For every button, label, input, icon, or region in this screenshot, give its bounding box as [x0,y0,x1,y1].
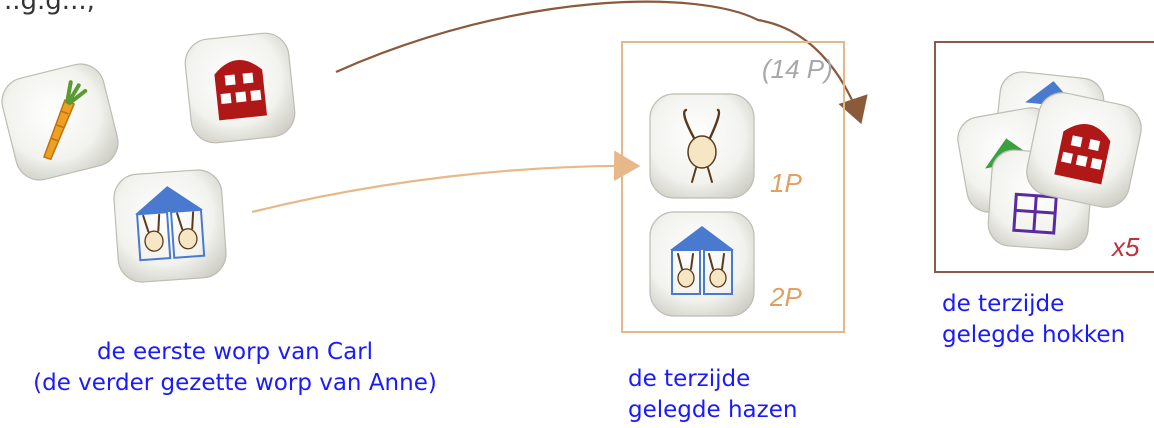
caption-first-throw-line2: (de verder gezette worp van Anne) [33,370,437,396]
caption-hares-line1: de terzijde [628,366,751,392]
die-blue-hutch-two-hares [113,169,227,283]
hutches-frame [934,41,1154,273]
hutch-multiplier: x5 [1112,232,1140,262]
arrow-to-hutches [335,0,868,125]
die-red-hutch-top [1026,92,1142,208]
single-hare-points: 1P [770,168,802,198]
die-single-hare [649,93,755,199]
caption-first-throw-line1: de eerste worp van Carl [96,339,374,365]
caption-set-aside-hutches: de terzijde gelegde hokken [942,289,1125,351]
caption-hares-line2: gelegde hazen [628,397,798,423]
caption-set-aside-hares: de terzijde gelegde hazen [628,364,797,426]
caption-first-throw: de eerste worp van Carl (de verder gezet… [0,337,470,399]
die-carrot [1,63,119,181]
caption-hutches-line2: gelegde hokken [942,322,1126,348]
die-blue-hutch-two-hares-aside [649,211,755,317]
hares-frame [621,41,845,333]
die-red-hutch [184,32,296,144]
caption-hutches-line1: de terzijde [942,291,1065,317]
header-text-fragment: ..g.g..., [4,0,95,16]
double-hare-points: 2P [770,282,802,312]
total-points: (14 P) [762,54,833,84]
arrow-to-hares [251,150,641,214]
